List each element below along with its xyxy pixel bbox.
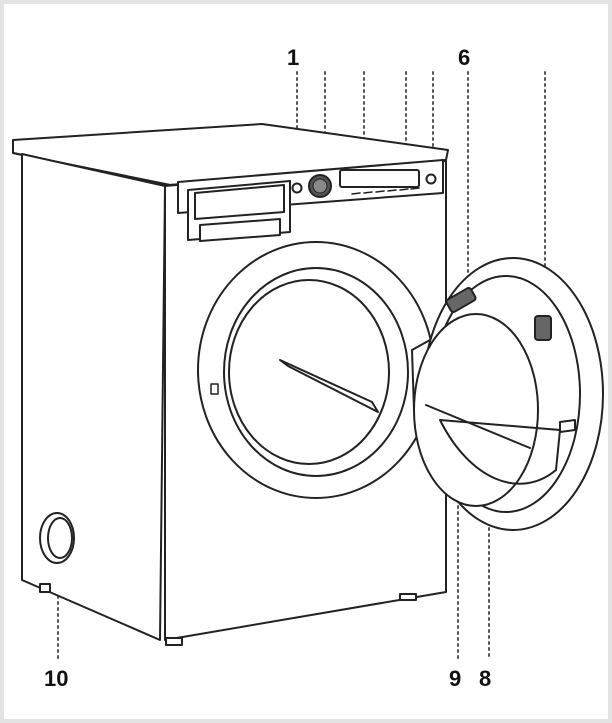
detergent-drawer	[187, 180, 291, 242]
callout-label-10: 10	[44, 666, 69, 691]
door-glass	[413, 313, 539, 507]
machine-outline	[12, 123, 604, 646]
display-screen	[339, 169, 420, 188]
filter-cover	[39, 512, 75, 564]
drum-baffle	[279, 359, 379, 413]
foot-left	[39, 583, 51, 593]
door-handle	[445, 287, 477, 313]
callout-label-1: 1	[287, 45, 300, 70]
callout-label-9: 9	[449, 666, 462, 691]
power-button	[291, 182, 303, 194]
drum-opening	[228, 279, 390, 465]
door-glass-bowl	[439, 419, 561, 485]
foot-front	[165, 637, 183, 646]
callout-label-8: 8	[479, 666, 492, 691]
start-button	[425, 173, 437, 185]
door-lock-icon	[210, 383, 219, 395]
door-hook	[559, 419, 576, 433]
foot-right	[399, 593, 417, 601]
door-latch	[534, 315, 552, 341]
side-panel	[21, 153, 166, 641]
function-buttons	[351, 187, 420, 195]
callout-label-6: 6	[458, 45, 471, 70]
